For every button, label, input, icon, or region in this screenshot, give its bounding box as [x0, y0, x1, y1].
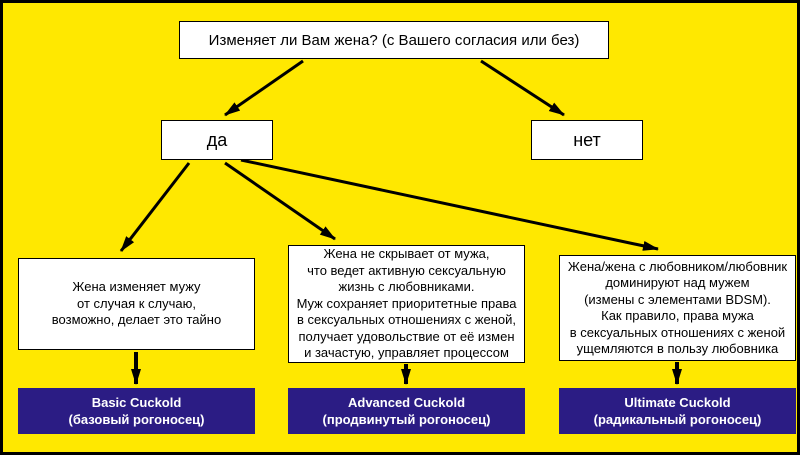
arrow-title-to-no: [480, 59, 565, 117]
result-basic-cuckold-box: Basic Cuckold (базовый рогоносец): [18, 388, 255, 434]
result-ultimate-cuckold-subtitle: (радикальный рогоносец): [593, 412, 762, 427]
branch-2-description-box: Жена не скрывает от мужа, что ведет акти…: [288, 245, 525, 363]
result-basic-cuckold-title: Basic Cuckold: [91, 395, 182, 410]
arrow-yes-to-branch-3: [240, 158, 659, 251]
result-advanced-cuckold-box: Advanced Cuckold (продвинутый рогоносец): [288, 388, 525, 434]
branch-1-description-box: Жена изменяет мужу от случая к случаю, в…: [18, 258, 255, 350]
arrow-yes-to-branch-2: [224, 161, 336, 241]
arrow-yes-to-branch-1: [119, 162, 191, 252]
branch-2-description-text: Жена не скрывает от мужа, что ведет акти…: [296, 246, 517, 361]
result-ultimate-cuckold-title: Ultimate Cuckold: [624, 395, 731, 410]
answer-yes-label: да: [206, 129, 228, 150]
answer-no-label: нет: [573, 129, 601, 150]
arrow-title-to-yes: [224, 59, 304, 117]
branch-3-description-box: Жена/жена с любовником/любовник доминиру…: [559, 255, 796, 361]
question-text: Изменяет ли Вам жена? (с Вашего согласия…: [208, 31, 580, 49]
branch-3-description-text: Жена/жена с любовником/любовник доминиру…: [567, 258, 788, 357]
result-advanced-cuckold-title: Advanced Cuckold: [347, 395, 466, 410]
result-ultimate-cuckold-box: Ultimate Cuckold (радикальный рогоносец): [559, 388, 796, 434]
answer-no-box: нет: [531, 120, 643, 160]
result-basic-cuckold-subtitle: (базовый рогоносец): [68, 412, 205, 427]
branch-1-description-text: Жена изменяет мужу от случая к случаю, в…: [51, 279, 222, 328]
question-box: Изменяет ли Вам жена? (с Вашего согласия…: [179, 21, 609, 59]
result-advanced-cuckold-subtitle: (продвинутый рогоносец): [322, 412, 491, 427]
answer-yes-box: да: [161, 120, 273, 160]
